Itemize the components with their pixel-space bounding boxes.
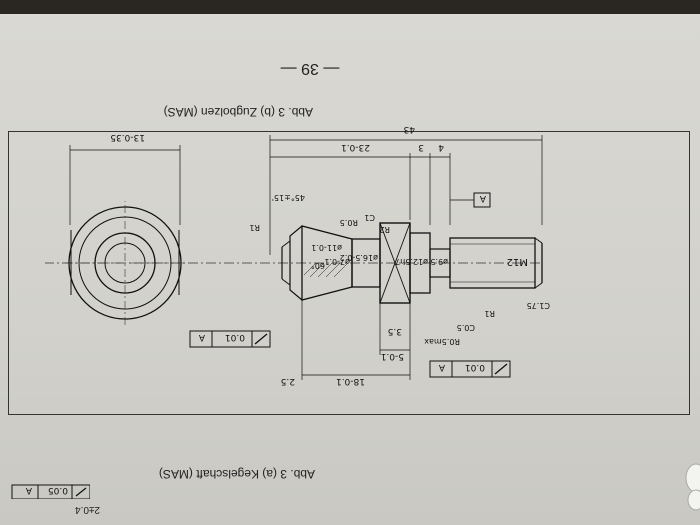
dim-4: 4	[438, 142, 444, 152]
dim-13: 13-0.35	[110, 132, 145, 142]
top-fcf-ref: A	[25, 485, 32, 495]
fcf-runout-2: 0.01 A	[189, 330, 271, 348]
dim-43: 43	[404, 124, 415, 134]
label-chamfer: C1.75	[527, 301, 550, 310]
fcf1-ref: A	[438, 362, 445, 372]
label-d7: ø7-0.1	[324, 257, 350, 266]
dim-18: 18-0.1	[336, 376, 365, 386]
fcf-runout-1: 0.01 A	[429, 360, 511, 378]
label-r2: R2	[379, 225, 390, 234]
dim-3: 3	[418, 142, 424, 152]
fcf1-value: 0.01	[465, 362, 485, 372]
label-angle-45: 45°±15'	[272, 193, 305, 202]
label-thread-m12: M12	[507, 256, 528, 267]
label-c05: C0.5	[457, 323, 475, 332]
label-r05max: R0.5max	[424, 337, 460, 346]
fcf2-value: 0.01	[225, 332, 245, 342]
top-fcf-value: 0.05	[48, 485, 68, 495]
label-d16-5: ø16.5-0.2	[340, 253, 378, 262]
label-d11: ø11-0.1	[311, 243, 342, 252]
datum-a: A	[479, 193, 486, 203]
top-flatness-fcf: 0.05 A	[11, 484, 90, 499]
binder-holes	[685, 463, 700, 511]
label-r1-top: R1	[484, 309, 495, 318]
dim-5: 5-0.1	[381, 351, 404, 361]
label-r05: R0.5	[340, 218, 358, 227]
paper-page	[0, 14, 700, 525]
dim-3-5: 3.5	[388, 326, 402, 336]
fcf2-ref: A	[198, 332, 205, 342]
page-number: — 39 —	[280, 60, 340, 77]
label-d9-5: ø9.5	[430, 257, 448, 266]
caption-figure-b: Abb. 3 (b) Zugbolzen (MAS)	[163, 105, 313, 119]
dim-23: 23-0.1	[341, 142, 370, 152]
label-r1-bottom: R1	[249, 223, 260, 232]
label-d12-5: ø12.5h7	[395, 257, 428, 266]
label-angle-60: 60°	[311, 261, 325, 270]
label-c1: C1	[364, 213, 375, 222]
dim-2-5: 2.5	[281, 376, 295, 386]
